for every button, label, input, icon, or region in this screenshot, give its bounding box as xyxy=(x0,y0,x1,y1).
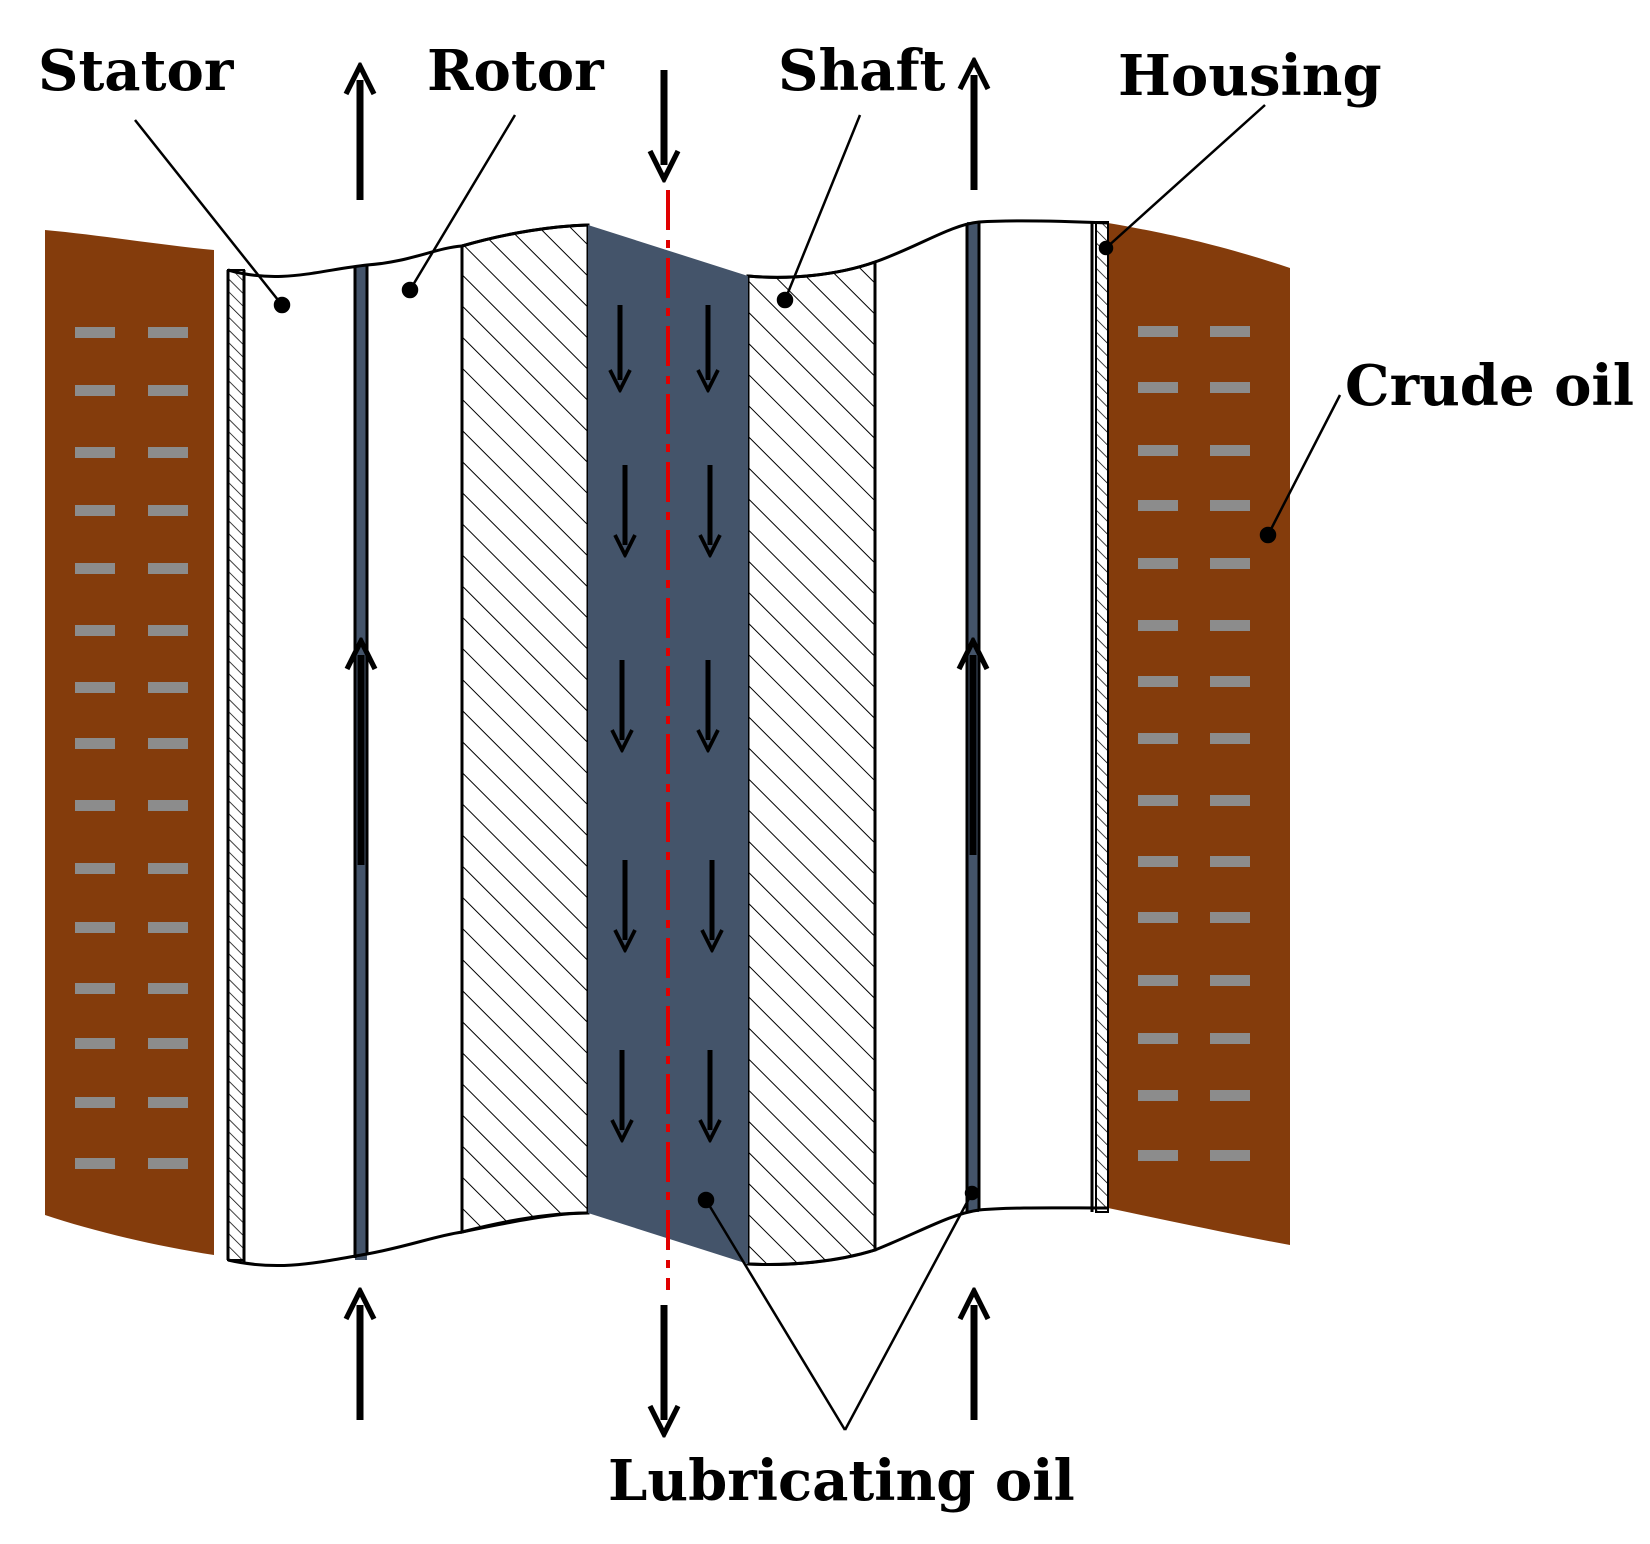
crude-oil-dash xyxy=(148,863,188,874)
crude-oil-dash xyxy=(75,385,115,396)
crude-oil-dash xyxy=(148,563,188,574)
shaft-label: Shaft xyxy=(778,38,946,104)
top-wavy-edge xyxy=(227,219,1109,279)
crude-oil-dash xyxy=(75,327,115,338)
crude-oil-dash xyxy=(1210,326,1250,337)
crude-oil-dash xyxy=(1138,500,1178,511)
crude-oil-dash xyxy=(75,682,115,693)
crude-oil-dash xyxy=(148,682,188,693)
crude-oil-dash xyxy=(1138,558,1178,569)
crude-oil-dash xyxy=(1210,795,1250,806)
housing-label: Housing xyxy=(1118,43,1382,109)
crude-oil-dash xyxy=(1138,326,1178,337)
crude-oil-dash xyxy=(75,922,115,933)
crude-oil-dash xyxy=(1210,445,1250,456)
bottom-wavy-edge xyxy=(227,1206,1109,1268)
crude-oil-dash xyxy=(1138,733,1178,744)
crude-oil-dash xyxy=(148,447,188,458)
flow-arrows-gaps xyxy=(361,655,973,865)
flow-arrows-outer xyxy=(360,70,974,1420)
crude-oil-dash xyxy=(1210,1090,1250,1101)
crude-oil-dashes-right xyxy=(1138,326,1250,1161)
shaft-ring-right xyxy=(746,259,877,1266)
crude-oil-dash xyxy=(1210,912,1250,923)
crude-oil-dash xyxy=(75,625,115,636)
crude-oil-dash xyxy=(75,447,115,458)
crude-oil-dash xyxy=(1210,733,1250,744)
crude-oil-dash xyxy=(1138,1150,1178,1161)
crude-oil-dash xyxy=(1210,1150,1250,1161)
crude-oil-region-left xyxy=(45,230,214,1255)
crude-oil-dash xyxy=(1138,795,1178,806)
crude-oil-dash xyxy=(1210,676,1250,687)
crude-oil-dashes-left xyxy=(75,327,188,1169)
leader-lines xyxy=(134,104,1342,1431)
crude-oil-dash xyxy=(1138,445,1178,456)
crude-oil-label: Crude oil xyxy=(1345,353,1634,419)
crude-oil-dash xyxy=(1210,856,1250,867)
crude-oil-dash xyxy=(75,800,115,811)
crude-oil-dash xyxy=(1138,676,1178,687)
crude-oil-dash xyxy=(148,1038,188,1049)
crude-oil-dash xyxy=(1210,620,1250,631)
flow-arrows-core xyxy=(620,305,712,1130)
crude-oil-dash xyxy=(1138,620,1178,631)
crude-oil-dash xyxy=(148,983,188,994)
crude-oil-dash xyxy=(1210,558,1250,569)
crude-oil-dash xyxy=(75,983,115,994)
crude-oil-region-right xyxy=(1108,223,1290,1245)
crude-oil-dash xyxy=(75,863,115,874)
crude-oil-dash xyxy=(148,1097,188,1108)
crude-oil-dash xyxy=(1138,856,1178,867)
crude-oil-dash xyxy=(1138,382,1178,393)
crude-oil-dash xyxy=(148,505,188,516)
housing-layer-right xyxy=(1095,221,1109,1213)
crude-oil-dash xyxy=(1210,382,1250,393)
crude-oil-dash xyxy=(148,922,188,933)
rotor-label: Rotor xyxy=(427,38,605,104)
crude-oil-dash xyxy=(148,738,188,749)
crude-oil-dash xyxy=(1210,1033,1250,1044)
crude-oil-dash xyxy=(148,625,188,636)
crude-oil-dash xyxy=(148,327,188,338)
crude-oil-dash xyxy=(75,1158,115,1169)
crude-oil-dash xyxy=(75,738,115,749)
stator-label: Stator xyxy=(38,38,235,104)
crude-oil-dash xyxy=(148,800,188,811)
housing-layer-left xyxy=(227,269,245,1261)
crude-oil-dash xyxy=(1138,975,1178,986)
crude-oil-dash xyxy=(1138,1090,1178,1101)
lubricating-oil-label: Lubricating oil xyxy=(608,1448,1075,1514)
crude-oil-dash xyxy=(1210,975,1250,986)
crude-oil-dash xyxy=(1138,912,1178,923)
boundary-lines xyxy=(226,222,1094,1262)
crude-oil-dash xyxy=(75,563,115,574)
crude-oil-dash xyxy=(1138,1033,1178,1044)
crude-oil-dash xyxy=(148,1158,188,1169)
crude-oil-dash xyxy=(75,505,115,516)
crude-oil-dash xyxy=(148,385,188,396)
crude-oil-dash xyxy=(75,1097,115,1108)
shaft-ring-left xyxy=(460,223,590,1234)
crude-oil-dash xyxy=(1210,500,1250,511)
crude-oil-dash xyxy=(75,1038,115,1049)
